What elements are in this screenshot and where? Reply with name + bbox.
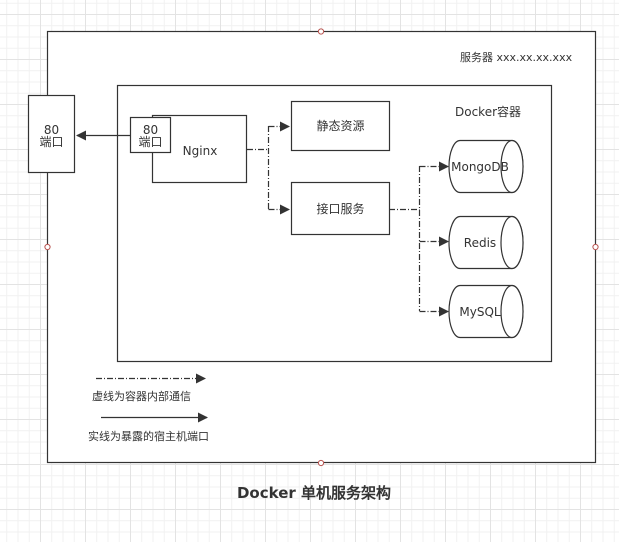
- api-service-box[interactable]: [290, 181, 391, 236]
- host-port-label: 端口: [39, 135, 63, 149]
- legend-solid-label: 实线为暴露的宿主机端口: [88, 429, 209, 443]
- static-resources-box[interactable]: [290, 100, 391, 152]
- static-resources-label: 静态资源: [316, 119, 364, 133]
- redis-label: Redis: [464, 236, 496, 250]
- server-label: 服务器 xxx.xx.xx.xxx: [460, 51, 573, 64]
- api-service-label: 接口服务: [316, 201, 364, 216]
- nginx-port-box[interactable]: [129, 116, 172, 154]
- host-port-number: 80: [44, 123, 59, 137]
- nginx-port-number: 80: [143, 123, 158, 137]
- redis-cylinder[interactable]: Redis: [448, 215, 524, 270]
- docker-label: Docker容器: [455, 104, 521, 119]
- handle-top[interactable]: [317, 28, 325, 35]
- mongodb-label: MongoDB: [451, 160, 509, 174]
- legend-dashed-label: 虚线为容器内部通信: [92, 389, 191, 403]
- handle-right[interactable]: [592, 243, 599, 251]
- api-connectors: [389, 161, 449, 317]
- nginx-connectors: [247, 121, 290, 215]
- nginx-label: Nginx: [183, 144, 218, 158]
- mongodb-cylinder[interactable]: MongoDB: [448, 139, 524, 194]
- diagram-title: Docker 单机服务架构: [237, 484, 391, 502]
- mysql-label: MySQL: [459, 305, 501, 319]
- selection-handles[interactable]: [44, 28, 599, 467]
- handle-left[interactable]: [44, 243, 51, 251]
- mysql-cylinder[interactable]: MySQL: [448, 284, 524, 339]
- handle-bottom[interactable]: [317, 459, 325, 467]
- legend: 虚线为容器内部通信 实线为暴露的宿主机端口: [88, 373, 209, 443]
- host-port-box[interactable]: [27, 94, 76, 174]
- nginx-port-label: 端口: [138, 135, 162, 149]
